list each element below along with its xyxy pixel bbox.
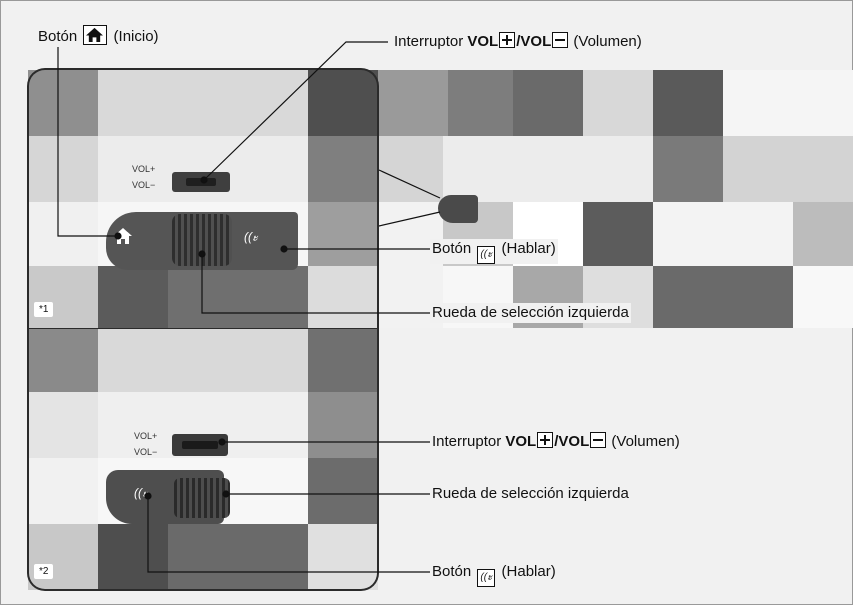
- talk-icon-legend-2: ((ะ: [477, 569, 496, 587]
- label-selector-bottom: Rueda de selección izquierda: [430, 484, 631, 504]
- minus-icon: [552, 32, 569, 48]
- footnote-1: *1: [34, 302, 54, 317]
- label-selector-top: Rueda de selección izquierda: [430, 303, 631, 323]
- talk-icon-legend: ((ะ: [477, 246, 496, 264]
- panel-variant-2: [27, 328, 379, 591]
- panel-variant-1: [27, 68, 379, 330]
- selector-wheel-bottom: [174, 478, 230, 518]
- label-vol-switch-top: Interruptor VOL/VOL (Volumen): [392, 32, 644, 52]
- vol-switch-top: [172, 172, 230, 192]
- label-talk-button-bottom: Botón ((ะ (Hablar): [430, 562, 558, 587]
- talk-icon: ((ะ: [244, 230, 258, 244]
- vol-minus-marking-2: VOL−: [134, 447, 158, 457]
- label-talk-button-top: Botón ((ะ (Hablar): [430, 239, 558, 264]
- vol-switch-bottom: [172, 434, 228, 456]
- vol-plus-marking-2: VOL+: [134, 431, 158, 441]
- minus-icon-2: [590, 432, 607, 448]
- talk-icon-2: ((ะ: [134, 486, 148, 500]
- label-vol-switch-bottom: Interruptor VOL/VOL (Volumen): [430, 432, 682, 452]
- footnote-2: *2: [34, 564, 54, 579]
- vol-plus-marking: VOL+: [132, 164, 156, 174]
- plus-icon: [499, 32, 516, 48]
- vol-minus-marking: VOL−: [132, 180, 156, 190]
- steering-wheel-inset: [438, 195, 478, 223]
- home-icon-legend: [83, 25, 108, 45]
- home-icon: [112, 226, 134, 246]
- plus-icon-2: [537, 432, 554, 448]
- label-home-button: Botón (Inicio): [36, 25, 161, 47]
